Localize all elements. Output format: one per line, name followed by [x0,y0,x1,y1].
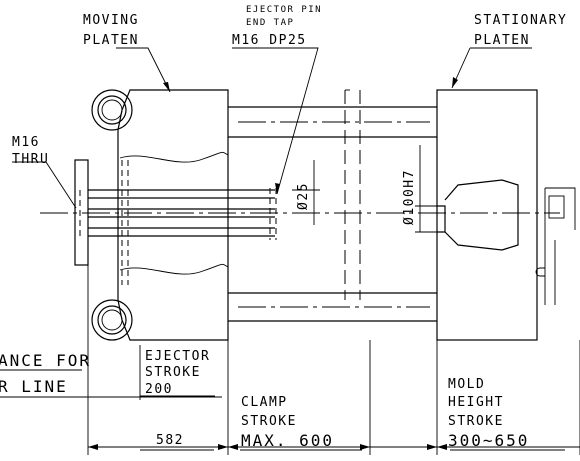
mold-height-label-1: MOLD [448,377,485,392]
stationary-platen-label-2: PLATEN [474,33,530,48]
moving-platen [117,89,229,341]
clamp-stroke-label-1: CLAMP [241,395,288,410]
tie-bars [228,106,437,322]
ejector-pin-leader [232,47,319,195]
moving-platen-leader [116,47,171,93]
dia-25-label: Ø25 [296,182,311,210]
ejector-plate [74,159,89,266]
mold-height-label-2: HEIGHT [448,395,504,410]
clearance-label-2: R LINE [0,377,68,396]
clearance-label-1: ANCE FOR [0,351,91,370]
bottom-tie-bar-bushing [91,299,133,341]
dia-100h7-dimension [415,145,437,233]
m16-thru-label-1: M16 [12,135,40,150]
dia-25-dimension [292,160,320,225]
injection-nozzle-partial [535,187,576,305]
ejector-stroke-value: 200 [145,382,173,397]
ejector-stroke-label-1: EJECTOR [145,349,210,364]
stationary-platen-label-1: STATIONARY [474,13,567,28]
clamp-stroke-label-2: STROKE [241,414,297,429]
m16-thru-leader [12,161,77,209]
mold-height-label-3: STROKE [448,414,504,429]
ejector-pin-label-2: END TAP [246,18,294,28]
bottom-dimensions [0,265,580,455]
stationary-platen-leader [451,47,532,89]
dia-100h7-label: Ø100H7 [402,169,417,225]
ejector-pin-label-3: M16 DP25 [232,33,307,48]
ejector-pin-label-1: EJECTOR PIN [246,5,322,15]
stationary-platen [436,89,538,341]
moving-platen-label-2: PLATEN [83,33,139,48]
ejector-stroke-label-2: STROKE [145,365,201,380]
mold-height-value: 300~650 [448,431,529,450]
clamp-stroke-value: MAX. 600 [241,431,334,450]
moving-platen-label-1: MOVING [83,13,139,28]
top-tie-bar-bushing [91,89,133,131]
ejector-rods [40,188,560,240]
m16-thru-label-2: THRU [12,152,49,167]
dim-582-label: 582 [156,433,184,448]
